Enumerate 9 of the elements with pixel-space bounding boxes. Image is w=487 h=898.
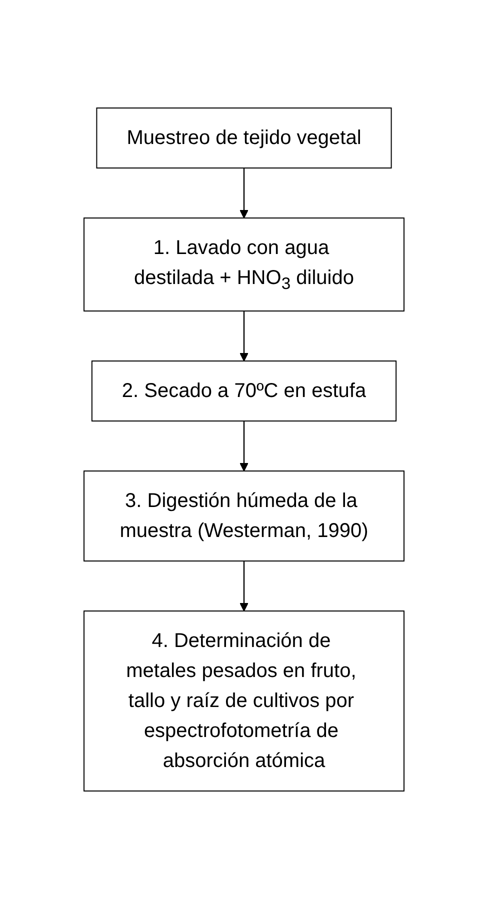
node-box: 2. Secado a 70ºC en estufa — [90, 360, 396, 421]
node-box: 3. Digestión húmeda de la muestra (Westerman, 1990) — [83, 470, 404, 561]
arrow — [239, 560, 248, 611]
arrow — [239, 420, 248, 471]
node-box: 4. Determinación de metales pesados en fruto, tallo y raíz de cultivos por espectrofotometría de absorción atómica — [83, 610, 404, 791]
arrow — [239, 310, 248, 361]
node-box: Muestreo de tejido vegetal — [96, 107, 392, 168]
node-box: 1. Lavado con agua destilada + HNO$_{3}$ diluido — [83, 217, 404, 311]
arrow — [239, 168, 248, 218]
